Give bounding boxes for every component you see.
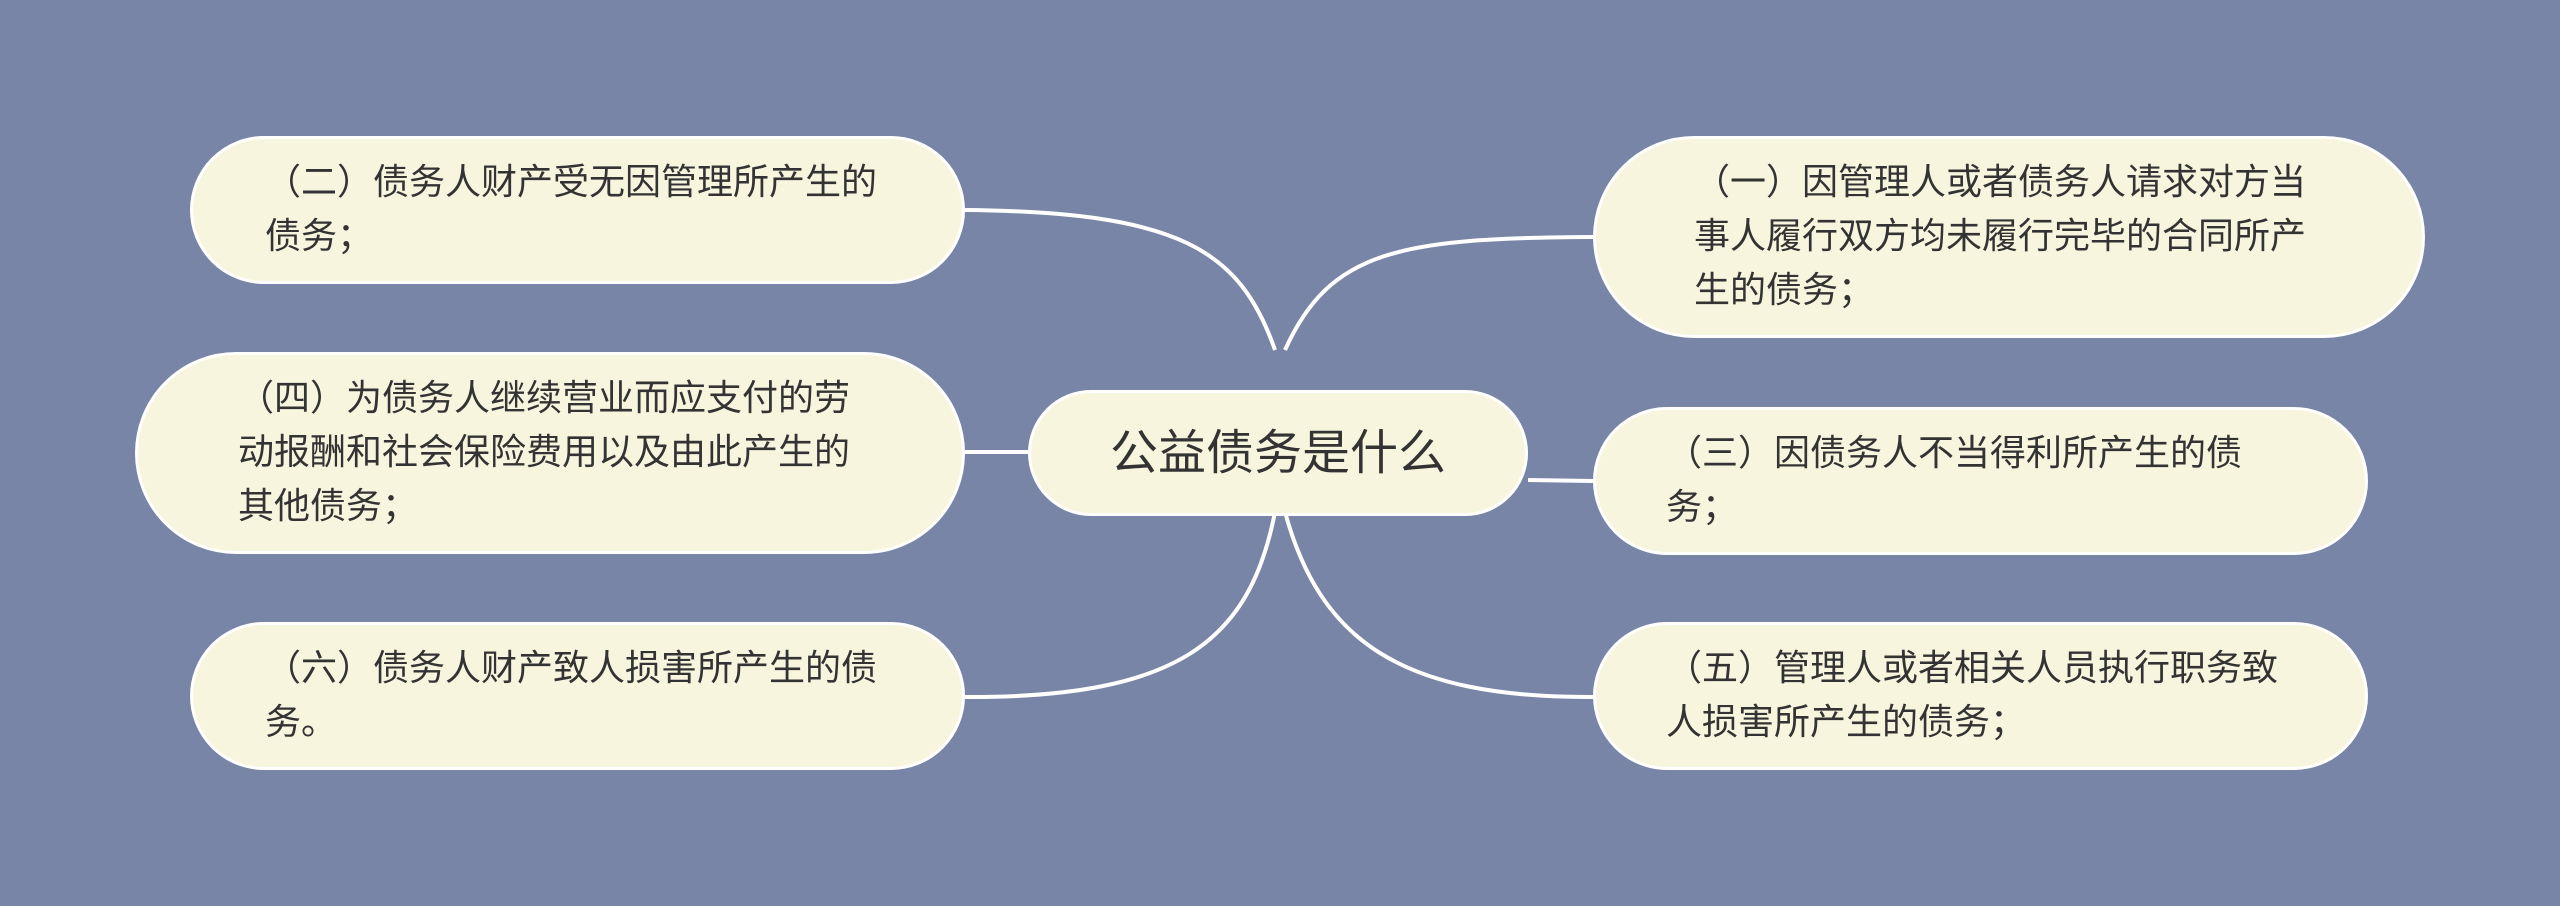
branch-node-6[interactable]: （六）债务人财产致人损害所产生的债务。 bbox=[190, 622, 965, 770]
branch-node-3[interactable]: （三）因债务人不当得利所产生的债务； bbox=[1593, 407, 2368, 555]
center-topic-node[interactable]: 公益债务是什么 bbox=[1028, 390, 1528, 516]
connector-center-to-b2 bbox=[964, 208, 1277, 351]
branch-node-5[interactable]: （五）管理人或者相关人员执行职务致人损害所产生的债务； bbox=[1593, 622, 2368, 770]
branch-label-3: （三）因债务人不当得利所产生的债务； bbox=[1666, 433, 2243, 528]
connector-center-to-b3 bbox=[1527, 478, 1594, 483]
branch-label-6: （六）债务人财产致人损害所产生的债务。 bbox=[265, 648, 878, 743]
branch-node-2[interactable]: （二）债务人财产受无因管理所产生的债务； bbox=[190, 136, 965, 284]
connector-center-to-b1 bbox=[1283, 235, 1594, 351]
center-topic-label: 公益债务是什么 bbox=[1109, 425, 1446, 481]
branch-node-1[interactable]: （一）因管理人或者债务人请求对方当事人履行双方均未履行完毕的合同所产生的债务； bbox=[1593, 136, 2425, 338]
connector-center-to-b5 bbox=[1283, 511, 1594, 700]
branch-label-4: （四）为债务人继续营业而应支付的劳动报酬和社会保险费用以及由此产生的其他债务； bbox=[238, 378, 851, 527]
branch-label-2: （二）债务人财产受无因管理所产生的债务； bbox=[265, 162, 878, 257]
branch-label-1: （一）因管理人或者债务人请求对方当事人履行双方均未履行完毕的合同所产生的债务； bbox=[1694, 162, 2307, 311]
branch-node-4[interactable]: （四）为债务人继续营业而应支付的劳动报酬和社会保险费用以及由此产生的其他债务； bbox=[135, 352, 965, 554]
connector-center-to-b6 bbox=[964, 511, 1277, 700]
branch-label-5: （五）管理人或者相关人员执行职务致人损害所产生的债务； bbox=[1666, 648, 2279, 743]
